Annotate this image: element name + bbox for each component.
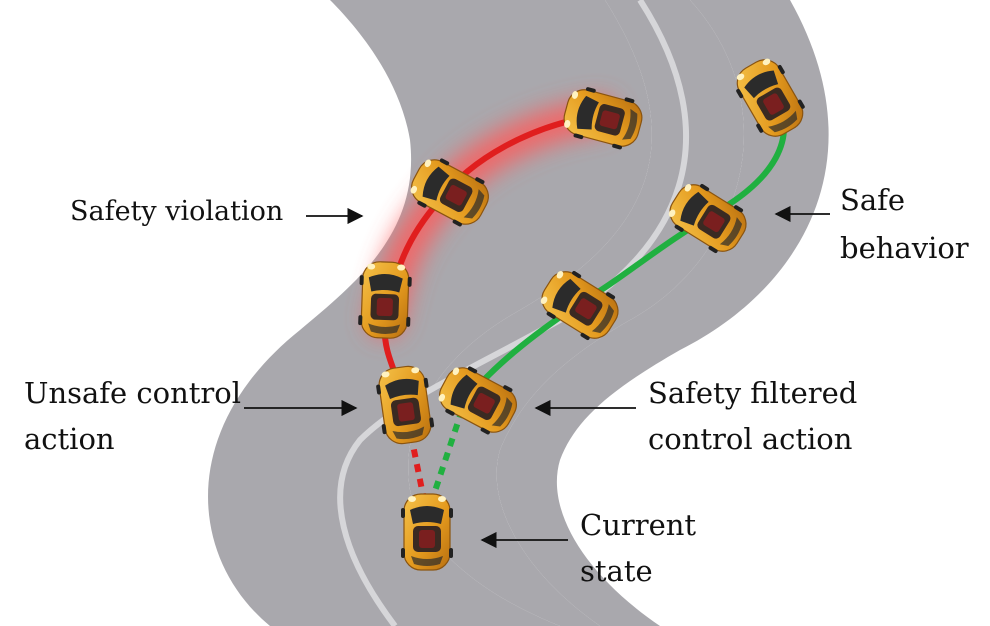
safe-path-dotted <box>429 409 465 501</box>
label-text: Unsafe control <box>24 376 242 410</box>
label-safe-behavior: Safe behavior <box>840 176 969 272</box>
car-icon <box>357 260 413 340</box>
unsafe-path-dotted <box>405 419 427 501</box>
safe-path <box>467 92 787 398</box>
label-safety-violation: Safety violation <box>70 196 283 227</box>
label-text: action <box>24 422 115 456</box>
unsafe-path <box>381 112 603 403</box>
label-current-state: Current state <box>580 502 696 594</box>
label-safety-filtered-control-action: Safety filtered control action <box>648 370 857 462</box>
label-text: behavior <box>840 231 969 265</box>
label-text: Current <box>580 508 697 542</box>
road <box>208 0 652 626</box>
car-icon <box>400 493 454 571</box>
label-text: control action <box>648 422 853 456</box>
road-outer <box>496 0 829 626</box>
label-text: Safety violation <box>70 196 284 227</box>
label-text: Safe <box>840 183 906 217</box>
label-unsafe-control-action: Unsafe control action <box>24 370 241 462</box>
label-text: Safety filtered <box>648 376 858 410</box>
label-text: state <box>580 554 653 588</box>
lane-marking <box>337 0 689 626</box>
